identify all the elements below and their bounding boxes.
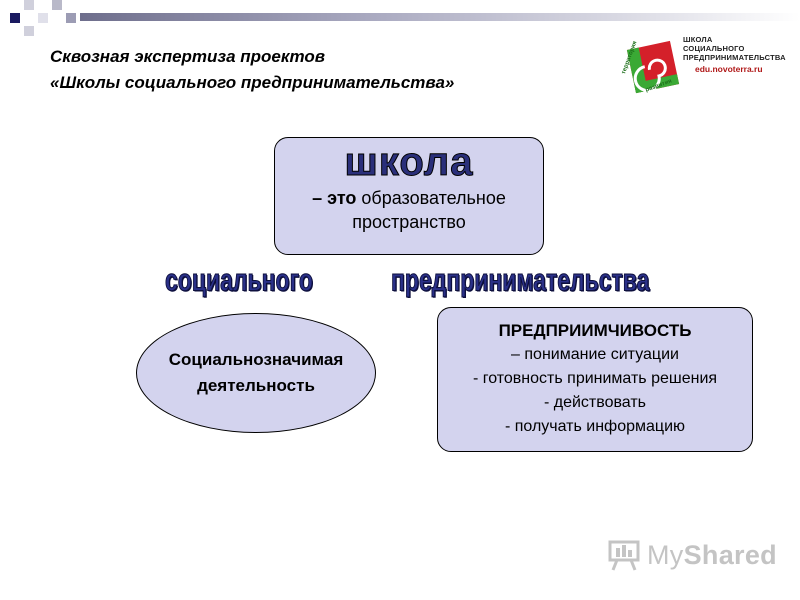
watermark-text-b: Shared	[683, 539, 777, 570]
word-art-social: социального	[165, 261, 314, 298]
enterprise-item: - готовность принимать решения	[472, 370, 718, 387]
school-definition-line2: пространство	[352, 212, 466, 232]
logo-text-line3: ПРЕДПРИНИМАТЕЛЬСТВА	[683, 53, 786, 62]
decor-square-1	[10, 13, 20, 23]
enterprise-heading: ПРЕДПРИИМЧИВОСТЬ	[498, 321, 692, 340]
enterprise-item: – понимание ситуации	[511, 346, 679, 363]
school-definition-box: школа – это образовательное пространство	[274, 137, 544, 255]
slide-title-line2: «Школы социального предпринимательства»	[50, 73, 455, 92]
school-word: школа	[344, 140, 474, 185]
decor-square-5	[52, 0, 62, 10]
word-art-entrepreneurship: предпринимательства	[391, 261, 650, 298]
presentation-board-icon	[608, 540, 640, 571]
ellipse-line1: Социальнозначимая	[168, 350, 344, 369]
ellipse-line2: деятельность	[197, 376, 315, 395]
decor-square-3	[38, 13, 48, 23]
decor-square-2	[24, 0, 34, 10]
school-logo: ШКОЛА СОЦИАЛЬНОГО ПРЕДПРИНИМАТЕЛЬСТВА ed…	[621, 33, 795, 103]
school-definition-rest: образовательное	[356, 188, 506, 208]
decor-square-6	[66, 13, 76, 23]
watermark-text: MyShared	[647, 540, 777, 571]
school-definition-line1: – это образовательное	[275, 186, 543, 210]
logo-text-line2: СОЦИАЛЬНОГО	[683, 44, 745, 53]
slide-title: Сквозная экспертиза проектов «Школы соци…	[50, 44, 454, 96]
watermark-text-a: My	[647, 539, 684, 570]
logo-emblem-icon	[626, 40, 680, 94]
enterprise-box: ПРЕДПРИИМЧИВОСТЬ – понимание ситуации - …	[437, 307, 753, 452]
logo-url: edu.novoterra.ru	[695, 64, 763, 74]
enterprise-item: - действовать	[543, 394, 647, 411]
logo-text-line1: ШКОЛА	[683, 35, 713, 44]
school-definition-bold: – это	[312, 188, 357, 208]
slide-title-line1: Сквозная экспертиза проектов	[50, 47, 326, 66]
enterprise-item: - получать информацию	[504, 418, 686, 435]
social-activity-ellipse: Социальнозначимая деятельность	[136, 313, 376, 433]
decor-square-4	[24, 26, 34, 36]
myshared-watermark: MyShared	[607, 535, 777, 575]
header-gradient-band	[80, 13, 800, 21]
